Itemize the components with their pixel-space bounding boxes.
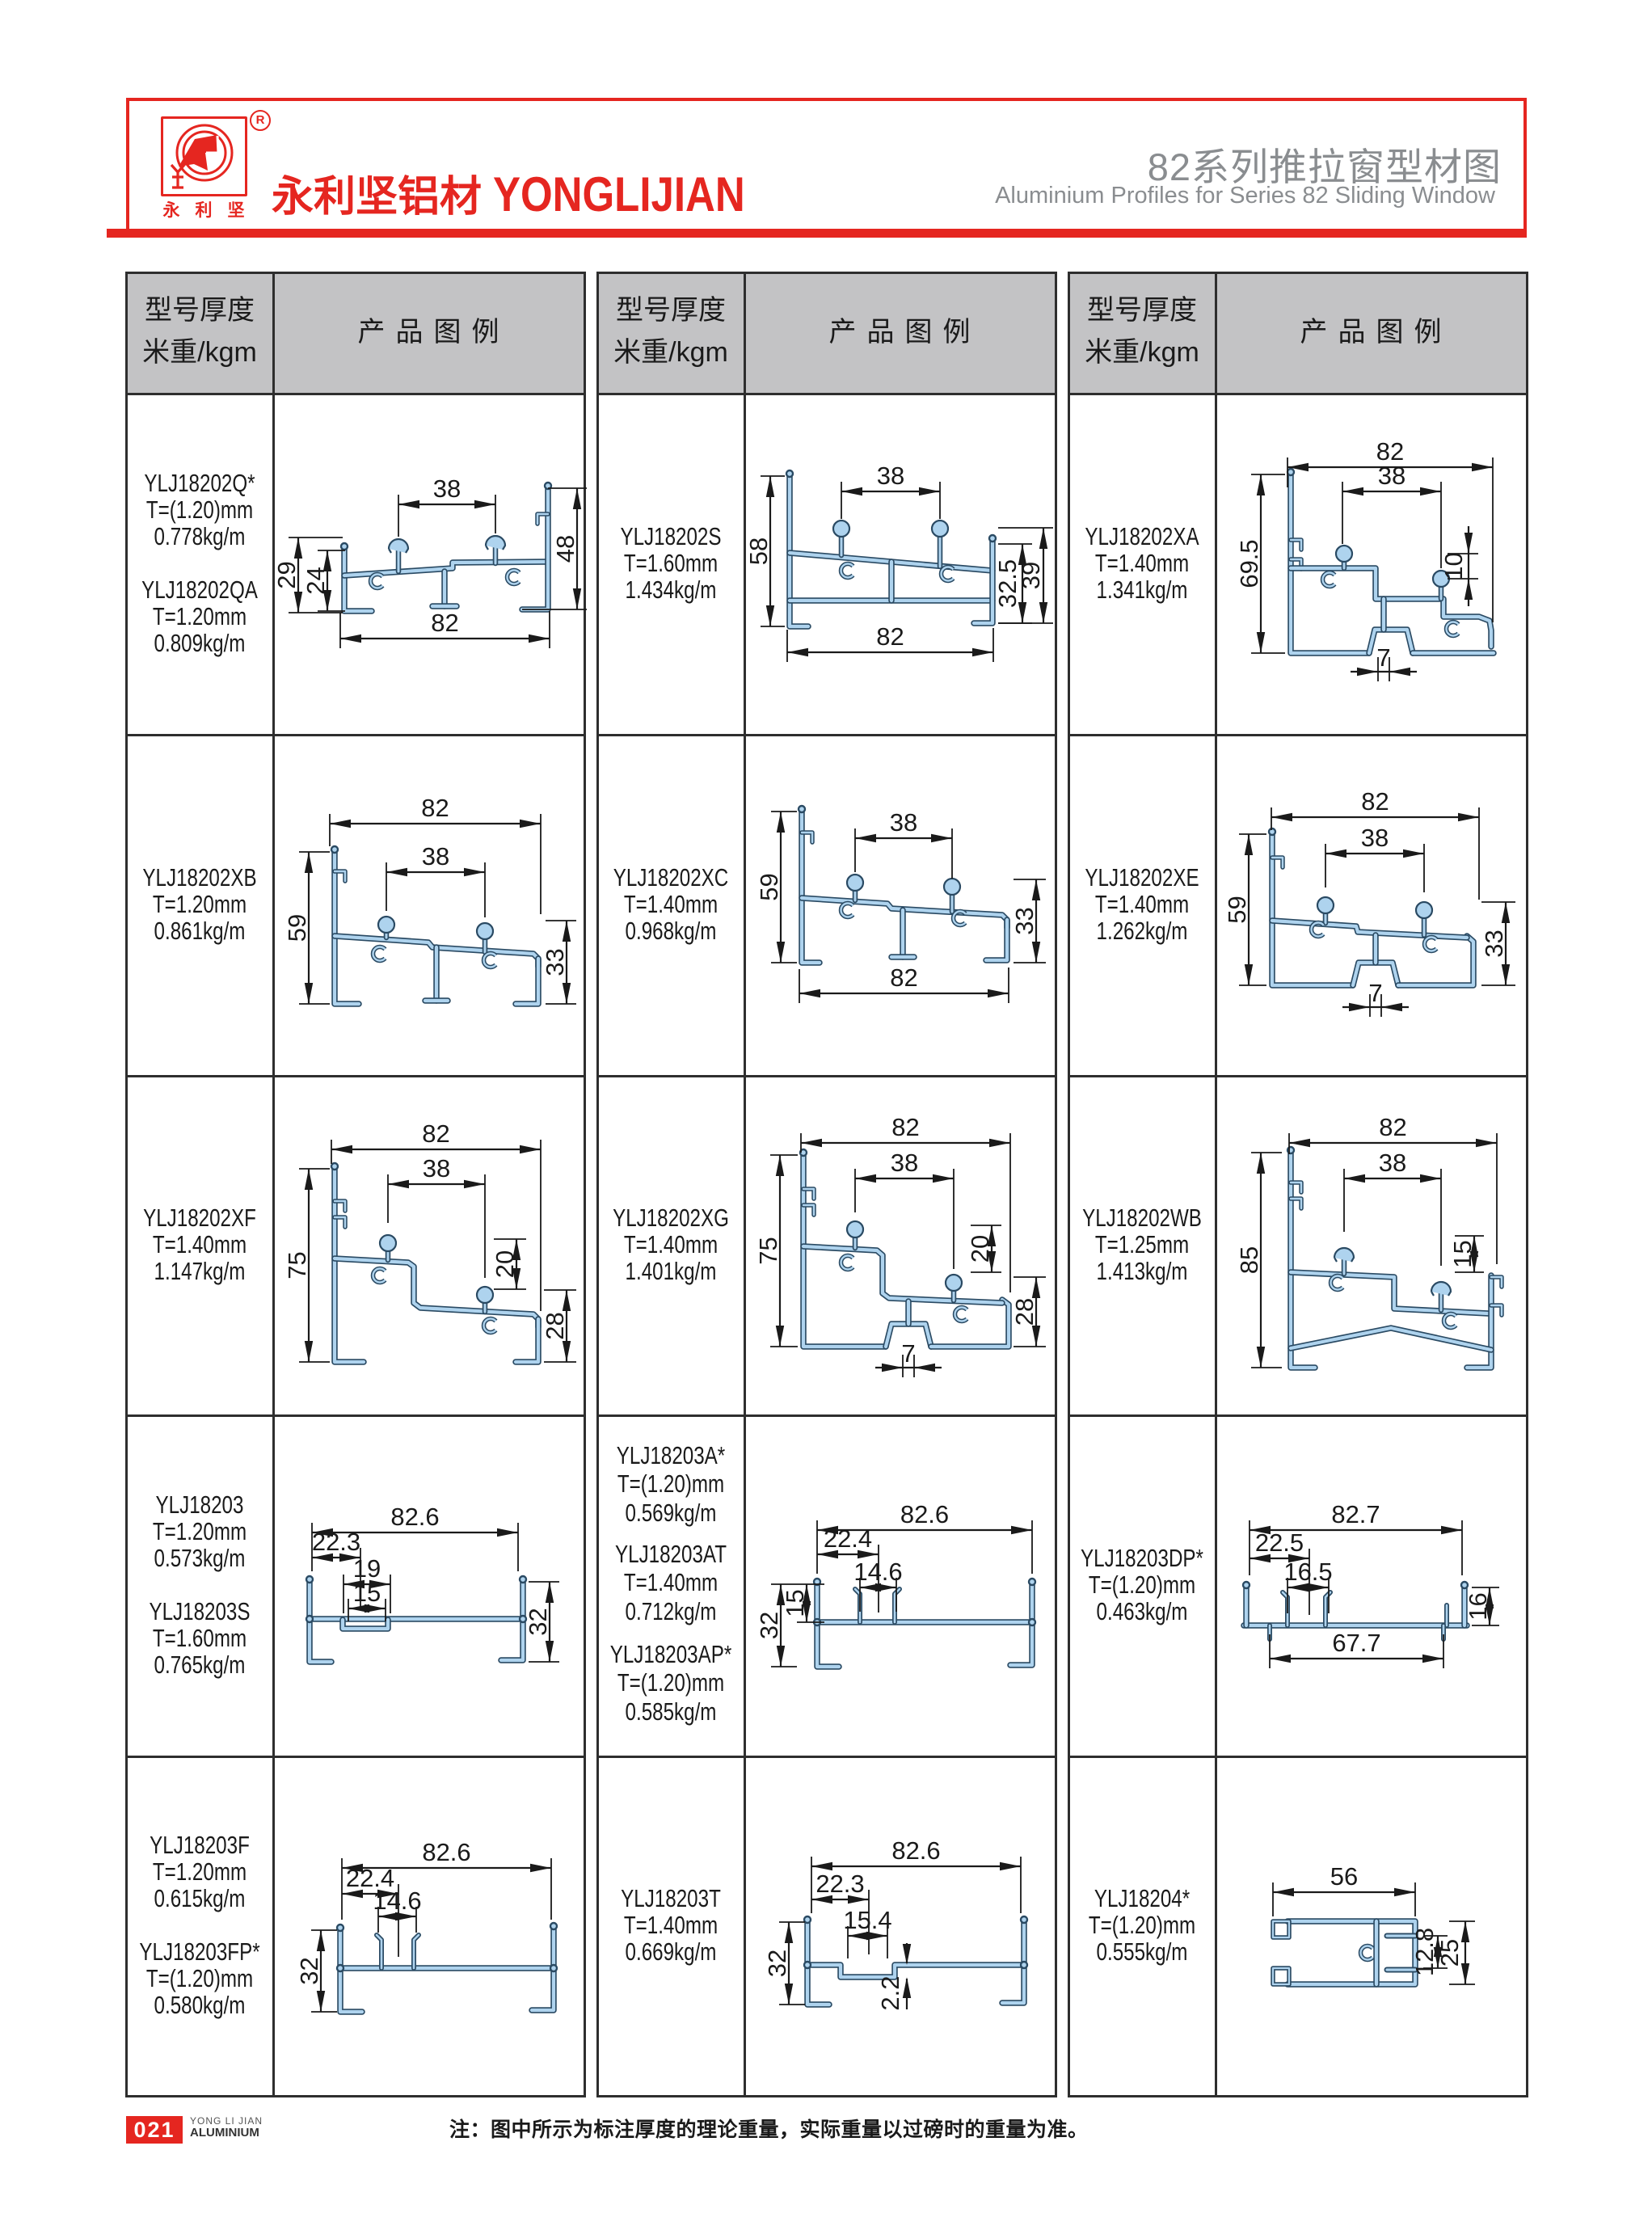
svg-text:75: 75	[754, 1237, 782, 1264]
svg-text:82: 82	[431, 609, 458, 637]
svg-text:38: 38	[1379, 1149, 1406, 1177]
svg-text:59: 59	[283, 914, 311, 942]
svg-text:82: 82	[876, 622, 904, 651]
svg-text:38: 38	[1378, 462, 1405, 490]
svg-text:28: 28	[541, 1312, 569, 1339]
svg-text:25: 25	[1435, 1939, 1464, 1967]
svg-text:82.6: 82.6	[900, 1500, 949, 1528]
svg-text:32: 32	[524, 1608, 552, 1635]
svg-text:29: 29	[272, 561, 301, 588]
svg-text:22.4: 22.4	[346, 1864, 394, 1892]
svg-text:82.6: 82.6	[422, 1838, 470, 1866]
svg-text:82: 82	[890, 963, 917, 992]
svg-text:59: 59	[755, 873, 783, 900]
svg-text:15: 15	[781, 1589, 809, 1617]
svg-text:32: 32	[295, 1957, 323, 1984]
svg-text:82: 82	[1379, 1113, 1406, 1141]
svg-text:7: 7	[1376, 643, 1390, 672]
svg-text:38: 38	[890, 808, 917, 837]
svg-text:38: 38	[891, 1149, 918, 1177]
svg-text:69.5: 69.5	[1235, 539, 1263, 588]
svg-text:85: 85	[1235, 1246, 1263, 1274]
svg-text:32.5: 32.5	[993, 559, 1022, 608]
svg-text:38: 38	[422, 842, 449, 871]
svg-text:10: 10	[1439, 552, 1468, 580]
svg-text:82.6: 82.6	[390, 1503, 439, 1531]
svg-text:33: 33	[541, 948, 569, 976]
svg-text:38: 38	[433, 474, 461, 503]
svg-text:82.6: 82.6	[891, 1836, 940, 1865]
svg-text:15: 15	[353, 1579, 381, 1607]
svg-text:39: 39	[1017, 562, 1045, 589]
svg-text:58: 58	[744, 538, 773, 565]
svg-text:82: 82	[891, 1113, 919, 1141]
svg-text:67.7: 67.7	[1332, 1629, 1380, 1657]
svg-text:7: 7	[1368, 979, 1382, 1007]
svg-text:28: 28	[1010, 1298, 1039, 1326]
svg-text:38: 38	[877, 462, 904, 490]
svg-text:24: 24	[301, 567, 330, 594]
svg-text:56: 56	[1330, 1862, 1358, 1891]
svg-text:20: 20	[966, 1235, 994, 1263]
svg-text:32: 32	[763, 1950, 791, 1977]
svg-text:38: 38	[1361, 824, 1389, 852]
svg-text:20: 20	[491, 1250, 519, 1278]
svg-text:22.5: 22.5	[1255, 1528, 1304, 1557]
svg-text:22.4: 22.4	[824, 1524, 872, 1553]
svg-text:82.7: 82.7	[1331, 1500, 1380, 1528]
svg-text:59: 59	[1223, 896, 1251, 923]
svg-text:16: 16	[1464, 1592, 1492, 1620]
svg-text:82: 82	[422, 1119, 449, 1148]
svg-text:38: 38	[423, 1154, 450, 1183]
svg-text:14.6: 14.6	[373, 1887, 421, 1915]
svg-text:33: 33	[1480, 930, 1508, 957]
svg-text:75: 75	[283, 1251, 311, 1279]
svg-text:32: 32	[755, 1612, 783, 1639]
svg-text:22.3: 22.3	[312, 1528, 360, 1556]
svg-text:82: 82	[421, 794, 449, 822]
svg-text:2.2: 2.2	[876, 1975, 904, 2010]
svg-text:14.6: 14.6	[853, 1558, 902, 1586]
svg-text:16.5: 16.5	[1283, 1558, 1332, 1586]
svg-text:33: 33	[1010, 907, 1039, 934]
svg-text:7: 7	[901, 1339, 915, 1368]
svg-text:48: 48	[551, 535, 579, 563]
svg-text:22.3: 22.3	[815, 1870, 864, 1898]
svg-text:15: 15	[1448, 1240, 1477, 1267]
svg-text:19: 19	[353, 1554, 381, 1583]
svg-text:82: 82	[1361, 787, 1389, 816]
svg-text:82: 82	[1376, 437, 1404, 466]
svg-text:15.4: 15.4	[843, 1906, 891, 1934]
svg-text:12.8: 12.8	[1410, 1928, 1439, 1976]
